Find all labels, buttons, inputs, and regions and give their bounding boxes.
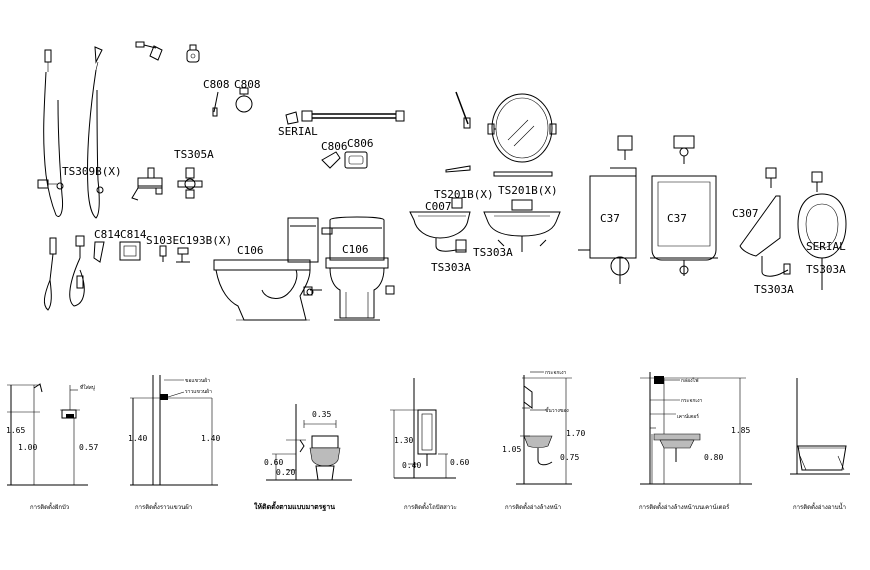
- elev1-note-1: ที่ใส่สบู่: [80, 384, 95, 391]
- elevation-towel-bar: [130, 375, 218, 486]
- elev6-note-1: กล่องไฟ: [681, 377, 699, 384]
- paper-holder-front-icon: [119, 241, 141, 261]
- elevation-counter-basin: [640, 372, 752, 485]
- elev6-dim-1: 1.85: [731, 426, 750, 435]
- paper-holder-side-icon: [93, 241, 105, 263]
- elev1-dim-1: 1.65: [6, 426, 25, 435]
- label-soap-dish-1: C806: [321, 140, 348, 153]
- label-small-urinal-front: SERIAL: [806, 240, 846, 253]
- elev5-dim-3: 0.75: [560, 453, 579, 462]
- label-faucet-1: TS201B(X): [434, 188, 494, 201]
- small-urinal-side-icon: [739, 167, 791, 277]
- label-urinal-side: C37: [600, 212, 620, 225]
- angle-valve-icon: [306, 288, 314, 296]
- basin-front-icon: [483, 199, 561, 252]
- elev6-dim-2: 0.80: [704, 453, 723, 462]
- hand-shower-left-icon: [37, 49, 64, 217]
- label-soap-dish-2: C806: [347, 137, 374, 150]
- label-trap-1: TS303A: [431, 261, 471, 274]
- elevation-wash-basin: [516, 371, 572, 485]
- bidet-hose-right-icon: [69, 235, 85, 307]
- soap-dish-side-icon: [321, 151, 341, 169]
- label-toilet-front: C106: [342, 243, 369, 256]
- label-trap-2: TS303A: [473, 246, 513, 259]
- label-shower-mixer: TS305A: [174, 148, 214, 161]
- label-urinal-trap-2: TS303A: [754, 283, 794, 296]
- elev4-dim-2: 0.40: [402, 461, 421, 470]
- elev3-caption: ให้ติดตั้งตามแบบมาตรฐาน: [254, 500, 335, 512]
- label-urinal-front: C37: [667, 212, 687, 225]
- elev5-note-2: ชั้นวางของ: [545, 405, 569, 414]
- elev2-dim-1: 1.40: [128, 434, 147, 443]
- elev4-caption: การติดตั้งโถปัสสาวะ: [404, 501, 457, 511]
- label-toilet-side: C106: [237, 244, 264, 257]
- bidet-hose-left-icon: [43, 237, 57, 311]
- label-towel-bar: SERIAL: [278, 125, 318, 138]
- elev1-dim-3: 0.57: [79, 443, 98, 452]
- valve-knob-icon: [186, 44, 200, 63]
- elevation-toilet: [266, 404, 352, 481]
- hand-shower-right-icon: [86, 46, 104, 219]
- towel-bar-icon: [285, 110, 405, 125]
- elev1-caption: การติดตั้งฝักบัว: [30, 501, 69, 511]
- glass-shelf-side-icon: [445, 165, 471, 173]
- towel-ring-side-icon: [212, 91, 219, 117]
- elev6-note-3: เคาน์เตอร์: [677, 413, 699, 420]
- towel-ring-front-icon: [235, 87, 253, 113]
- urinal-front-icon: [650, 135, 718, 276]
- urinal-side-icon: [578, 135, 637, 284]
- label-bidet-spray: S103EC193B(X): [146, 234, 232, 247]
- label-small-urinal-side: C307: [732, 207, 759, 220]
- elev4-dim-1: 1.30: [394, 436, 413, 445]
- basin-side-icon: [409, 197, 471, 253]
- glass-shelf-front-icon: [493, 171, 553, 177]
- label-faucet-2: TS201B(X): [498, 184, 558, 197]
- shower-mixer-icon: [131, 167, 203, 201]
- elev5-caption: การติดตั้งอ่างล้างหน้า: [505, 501, 561, 511]
- elev5-dim-1: 1.70: [566, 429, 585, 438]
- elev2-note-2: ราวแขวนผ้า: [185, 388, 212, 395]
- elev3-dim-1: 0.35: [312, 410, 331, 419]
- mirror-front-icon: [487, 93, 557, 163]
- small-urinal-front-icon: [797, 171, 847, 290]
- label-basin-side: C007: [425, 200, 452, 213]
- elev1-dim-2: 1.00: [18, 443, 37, 452]
- elev6-caption: การติดตั้งอ่างล้างหน้าบนเคาน์เตอร์: [639, 501, 730, 511]
- elev6-note-2: กระจกเงา: [681, 398, 703, 404]
- elev5-dim-2: 1.05: [502, 445, 521, 454]
- elev5-note-1: กระจกเงา: [545, 370, 567, 376]
- elev7-caption: การติดตั้งอ่างอาบน้ำ: [793, 501, 846, 511]
- elevation-bathtub: [790, 378, 850, 475]
- label-paper-holder-1: C814: [94, 228, 121, 241]
- label-towel-ring-1: C808: [203, 78, 230, 91]
- elev2-note-1: ขอแขวนผ้า: [185, 377, 210, 384]
- elevation-shower: [7, 383, 88, 486]
- label-towel-ring-2: C808: [234, 78, 261, 91]
- elev2-caption: การติดตั้งราวแขวนผ้า: [135, 501, 192, 511]
- mirror-side-icon: [455, 91, 471, 129]
- elev3-dim-3: 0.20: [276, 468, 295, 477]
- elev3-dim-2: 0.60: [264, 458, 283, 467]
- label-hand-shower: TS309B(X): [62, 165, 122, 178]
- bidet-spray-icon: [159, 245, 190, 263]
- elev4-dim-3: 0.60: [450, 458, 469, 467]
- toilet-side-icon: [213, 217, 322, 321]
- label-urinal-trap-1: TS303A: [806, 263, 846, 276]
- soap-dish-front-icon: [344, 151, 368, 169]
- label-paper-holder-2: C814: [120, 228, 147, 241]
- toilet-front-icon: [321, 216, 395, 321]
- shower-head-icon: [135, 41, 163, 61]
- elevation-urinal: [390, 378, 456, 479]
- elev2-dim-2: 1.40: [201, 434, 220, 443]
